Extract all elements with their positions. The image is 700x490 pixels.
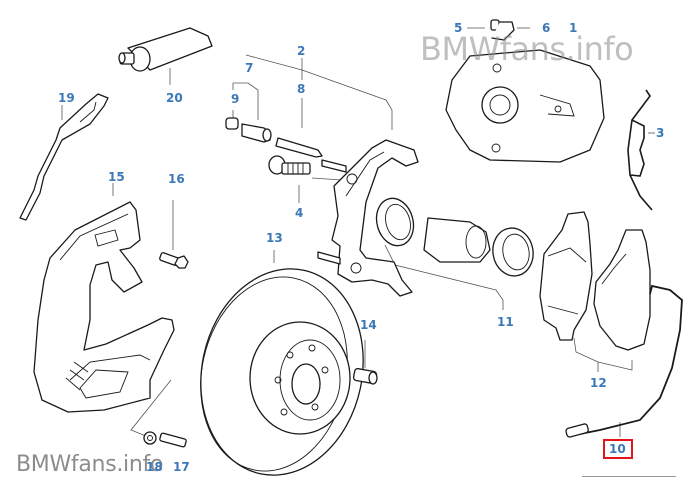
callout-17[interactable]: 17: [173, 460, 190, 474]
part-caliper-carrier: [317, 139, 419, 297]
callout-9[interactable]: 9: [231, 92, 240, 106]
callout-20[interactable]: 20: [166, 91, 183, 105]
part-bolt-16: [159, 252, 189, 269]
callout-18[interactable]: 18: [146, 460, 163, 474]
part-brake-disc: [200, 268, 364, 476]
part-anti-rattle-spring: [627, 89, 653, 211]
part-protective-cap: [225, 117, 239, 130]
highlight-box-part-10: [603, 439, 633, 459]
callout-13[interactable]: 13: [266, 231, 283, 245]
part-set-screw: [352, 368, 378, 385]
part-hose-holder: [19, 93, 109, 221]
callout-16[interactable]: 16: [168, 172, 185, 186]
callout-19[interactable]: 19: [58, 91, 75, 105]
callout-7[interactable]: 7: [245, 61, 254, 75]
callout-5[interactable]: 5: [454, 21, 463, 35]
part-hex-bolt-4: [268, 155, 311, 175]
callout-8[interactable]: 8: [297, 82, 306, 96]
callout-6[interactable]: 6: [542, 21, 551, 35]
watermark-bottom: BMWfans.info: [16, 452, 164, 477]
part-wear-sensor: [565, 284, 683, 438]
callout-10[interactable]: 10: [609, 442, 626, 456]
callout-15[interactable]: 15: [108, 170, 125, 184]
part-nut-bolt: [143, 431, 187, 448]
part-brake-pads: [539, 211, 651, 351]
callout-1[interactable]: 1: [569, 21, 578, 35]
part-grease-tube: [118, 27, 213, 72]
part-bleeder: [490, 19, 515, 41]
callout-2[interactable]: 2: [297, 44, 306, 58]
part-guide-pin: [275, 137, 323, 158]
callout-14[interactable]: 14: [360, 318, 377, 332]
callout-3[interactable]: 3: [656, 126, 665, 140]
part-brake-caliper: [445, 49, 605, 163]
divider-rule: [582, 476, 676, 477]
part-guide-sleeve: [241, 123, 272, 143]
callout-11[interactable]: 11: [497, 315, 514, 329]
part-piston-kit: [375, 197, 534, 277]
part-protection-plate: [33, 201, 175, 413]
callout-12[interactable]: 12: [590, 376, 607, 390]
callout-4[interactable]: 4: [295, 206, 304, 220]
watermark-top: BMWfans.info: [420, 30, 634, 68]
